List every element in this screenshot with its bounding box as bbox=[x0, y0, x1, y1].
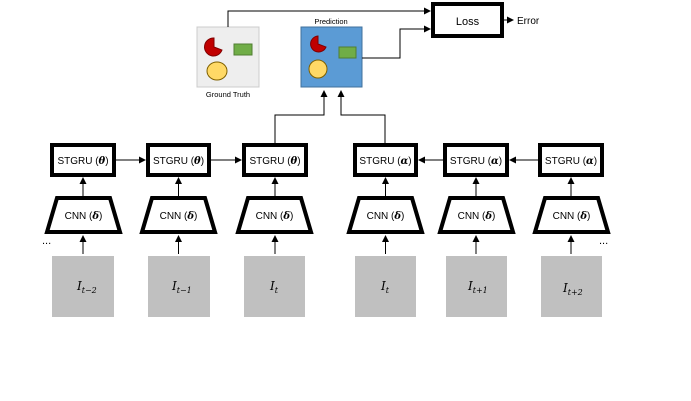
cnn-block-2: CNN (δ) bbox=[139, 196, 218, 234]
stgru-backward-1: STGRU (α) bbox=[353, 143, 418, 177]
svg-text:CNN (δ): CNN (δ) bbox=[553, 211, 591, 222]
green-rectangle bbox=[233, 43, 253, 56]
prediction-to-loss-arrow bbox=[362, 25, 431, 59]
svg-text:CNN (δ): CNN (δ) bbox=[160, 211, 198, 222]
red-pie-shape bbox=[310, 35, 327, 53]
svg-text:STGRU (θ): STGRU (θ) bbox=[249, 156, 300, 167]
stgru-backward-2: STGRU (α) bbox=[443, 143, 509, 177]
gt-to-loss-arrow bbox=[227, 7, 431, 27]
ground-truth-caption: Ground Truth bbox=[206, 90, 250, 99]
svg-text:It: It bbox=[269, 279, 279, 295]
svg-text:It: It bbox=[380, 279, 390, 295]
backward-to-prediction-arrow bbox=[337, 90, 386, 143]
svg-text:It+2: It+2 bbox=[562, 281, 583, 297]
forward-to-prediction-arrow bbox=[274, 90, 328, 143]
cnn-block-6: CNN (δ) bbox=[532, 196, 611, 234]
loss-label: Loss bbox=[456, 16, 480, 28]
svg-text:STGRU (α): STGRU (α) bbox=[450, 156, 502, 167]
svg-text:CNN (δ): CNN (δ) bbox=[367, 211, 405, 222]
svg-text:It+1: It+1 bbox=[467, 279, 488, 295]
stgru-backward-3: STGRU (α) bbox=[538, 143, 604, 177]
green-rectangle bbox=[338, 46, 357, 59]
stgru-forward-1: STGRU (θ) bbox=[50, 143, 116, 177]
frame-t-backward: It bbox=[355, 256, 416, 317]
frame-t-minus-2: It−2 bbox=[52, 256, 114, 317]
loss-box bbox=[431, 2, 504, 38]
svg-text:CNN (δ): CNN (δ) bbox=[65, 211, 103, 222]
stgru-forward-2: STGRU (θ) bbox=[146, 143, 211, 177]
frame-t: It bbox=[244, 256, 305, 317]
ellipsis-left: ... bbox=[42, 235, 51, 247]
error-label: Error bbox=[517, 16, 540, 27]
cnn-block-4: CNN (δ) bbox=[346, 196, 425, 234]
svg-text:STGRU (α): STGRU (α) bbox=[545, 156, 597, 167]
prediction-caption: Prediction bbox=[314, 17, 347, 26]
stgru-forward-3: STGRU (θ) bbox=[242, 143, 308, 177]
frame-t-plus-1: It+1 bbox=[446, 256, 507, 317]
ellipsis-right: ... bbox=[599, 235, 608, 247]
ground-truth-image bbox=[196, 26, 260, 88]
prediction-image bbox=[300, 26, 363, 88]
red-pie-shape bbox=[204, 37, 223, 57]
svg-text:CNN (δ): CNN (δ) bbox=[256, 211, 294, 222]
svg-text:CNN (δ): CNN (δ) bbox=[458, 211, 496, 222]
svg-text:STGRU (θ): STGRU (θ) bbox=[153, 156, 204, 167]
cnn-block-3: CNN (δ) bbox=[235, 196, 314, 234]
cnn-block-1: CNN (δ) bbox=[44, 196, 123, 234]
frame-t-plus-2: It+2 bbox=[541, 256, 602, 317]
svg-text:STGRU (α): STGRU (α) bbox=[359, 156, 411, 167]
yellow-ellipse bbox=[206, 61, 228, 81]
svg-text:It−1: It−1 bbox=[171, 279, 192, 295]
cnn-block-5: CNN (δ) bbox=[437, 196, 516, 234]
svg-text:STGRU (θ): STGRU (θ) bbox=[57, 156, 108, 167]
yellow-ellipse bbox=[308, 59, 328, 79]
frame-t-minus-1: It−1 bbox=[148, 256, 210, 317]
svg-text:It−2: It−2 bbox=[76, 279, 97, 295]
